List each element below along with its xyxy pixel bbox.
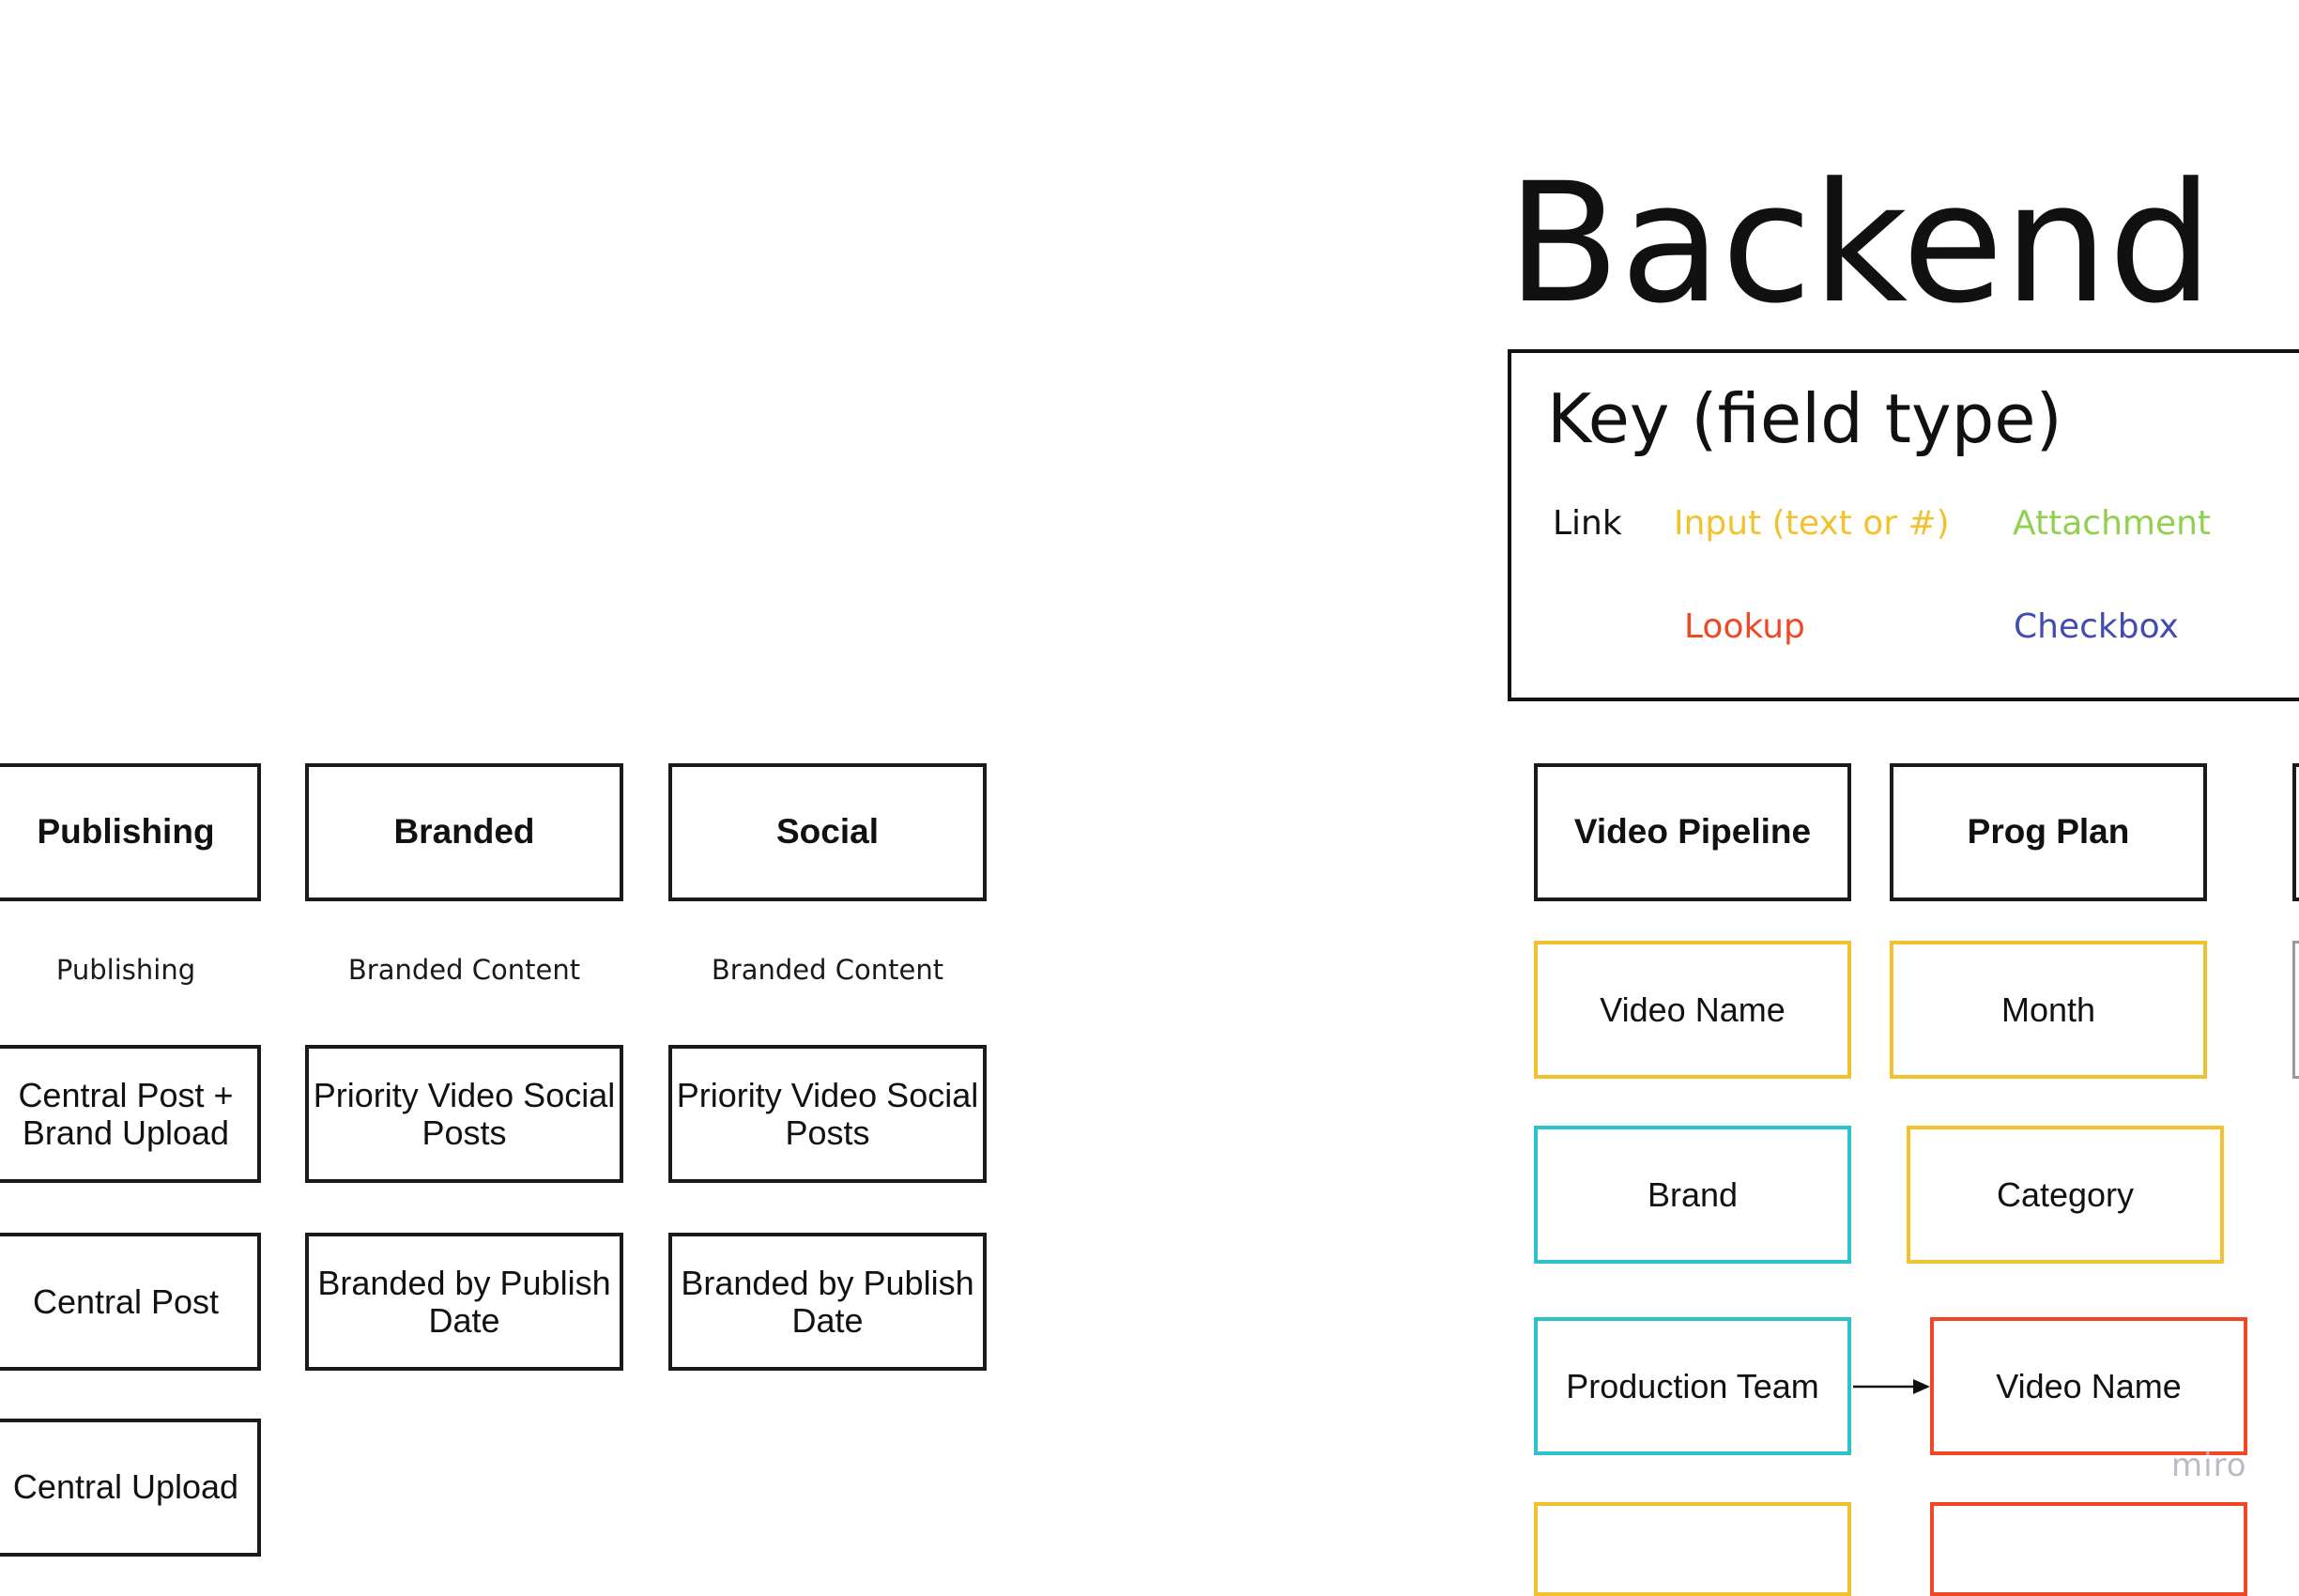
table-header-label: Publishing xyxy=(37,812,215,852)
field-video-name[interactable]: Video Name xyxy=(1534,941,1851,1079)
table-header-partial[interactable] xyxy=(2292,763,2299,901)
table-header-video-pipeline[interactable]: Video Pipeline xyxy=(1534,763,1851,901)
view-box-priority-video-social-posts-branded[interactable]: Priority Video Social Posts xyxy=(305,1045,623,1183)
column-caption-social: Branded Content xyxy=(711,954,944,986)
field-label: Category xyxy=(1996,1174,2135,1214)
table-header-social[interactable]: Social xyxy=(668,763,987,901)
field-label: Brand xyxy=(1647,1174,1739,1214)
view-box-branded-by-publish-date-social[interactable]: Branded by Publish Date xyxy=(668,1233,987,1371)
miro-watermark: miro xyxy=(2171,1447,2247,1484)
field-video-name-lookup[interactable]: Video Name xyxy=(1930,1317,2247,1455)
table-header-label: Prog Plan xyxy=(1967,812,2130,852)
key-legend-title: Key (field type) xyxy=(1547,379,2062,458)
field-month[interactable]: Month xyxy=(1890,941,2207,1079)
view-box-label: Branded by Publish Date xyxy=(317,1263,611,1340)
table-header-label: Branded xyxy=(393,812,535,852)
column-caption-branded: Branded Content xyxy=(347,954,581,986)
field-partial-red[interactable] xyxy=(1930,1502,2247,1596)
view-box-label: Central Upload xyxy=(12,1467,239,1506)
column-caption-publishing: Publishing xyxy=(55,954,196,986)
link-arrow xyxy=(1853,1379,1930,1394)
field-label: Month xyxy=(2000,990,2096,1029)
field-label: Video Name xyxy=(1600,990,1786,1029)
key-item-link: Link xyxy=(1553,504,1622,543)
page-title: Backend xyxy=(1507,147,2214,340)
view-box-central-post[interactable]: Central Post xyxy=(0,1233,261,1371)
table-header-label: Social xyxy=(776,812,879,852)
field-production-team[interactable]: Production Team xyxy=(1534,1317,1851,1455)
view-box-central-upload[interactable]: Central Upload xyxy=(0,1419,261,1557)
view-box-central-post-brand-upload[interactable]: Central Post + Brand Upload xyxy=(0,1045,261,1183)
view-box-label: Central Post xyxy=(32,1281,220,1321)
view-box-label: Priority Video Social Posts xyxy=(676,1075,979,1152)
key-legend[interactable] xyxy=(1508,349,2299,701)
field-brand[interactable]: Brand xyxy=(1534,1126,1851,1264)
key-item-attachment: Attachment xyxy=(2013,504,2212,543)
key-item-input: Input (text or #) xyxy=(1674,504,1950,543)
view-box-priority-video-social-posts-social[interactable]: Priority Video Social Posts xyxy=(668,1045,987,1183)
view-box-label: Priority Video Social Posts xyxy=(313,1075,616,1152)
view-box-label: Central Post + Brand Upload xyxy=(18,1075,234,1152)
field-partial-yellow[interactable] xyxy=(1534,1502,1851,1596)
table-header-publishing[interactable]: Publishing xyxy=(0,763,261,901)
view-box-label: Branded by Publish Date xyxy=(681,1263,974,1340)
table-header-branded[interactable]: Branded xyxy=(305,763,623,901)
key-item-lookup: Lookup xyxy=(1684,607,1805,646)
view-box-branded-by-publish-date-branded[interactable]: Branded by Publish Date xyxy=(305,1233,623,1371)
field-partial-gray[interactable] xyxy=(2292,941,2299,1079)
key-item-checkbox: Checkbox xyxy=(2014,607,2179,646)
field-category[interactable]: Category xyxy=(1907,1126,2224,1264)
field-label: Video Name xyxy=(1996,1366,2182,1405)
table-header-label: Video Pipeline xyxy=(1573,812,1812,852)
field-label: Production Team xyxy=(1566,1366,1819,1405)
table-header-prog-plan[interactable]: Prog Plan xyxy=(1890,763,2207,901)
